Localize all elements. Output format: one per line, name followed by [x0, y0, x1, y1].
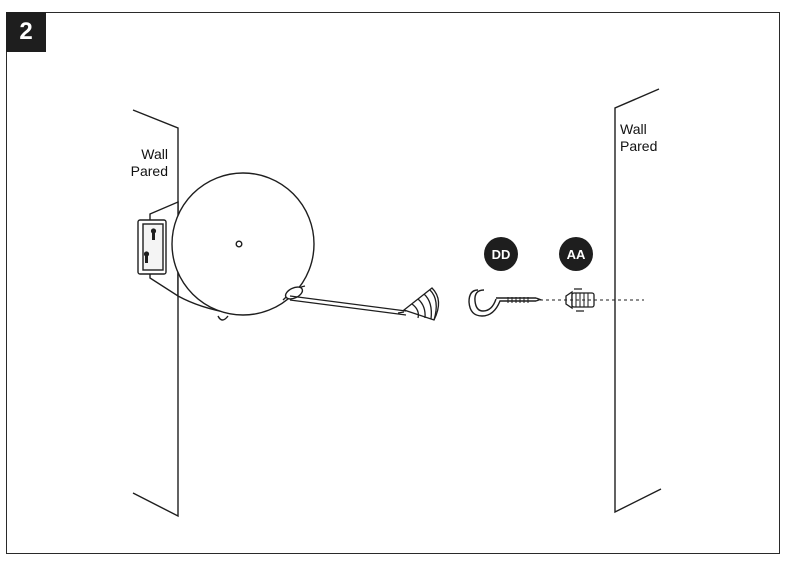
right-wall [614, 88, 662, 514]
right-wall-label: Wall Pared [620, 121, 657, 155]
mounting-bracket [137, 200, 179, 298]
left-wall-label-es: Pared [130, 163, 168, 179]
left-wall-label: Wall Pared [131, 146, 168, 180]
left-wall-label-en: Wall [141, 146, 168, 162]
callout-dd-badge: DD [484, 237, 518, 271]
callout-aa-badge: AA [559, 237, 593, 271]
cone-end-piece [397, 287, 440, 321]
hook-screw [468, 289, 542, 317]
clothesline-cord [289, 295, 407, 316]
right-wall-label-en: Wall [620, 121, 647, 137]
clothesline-reel [171, 172, 315, 321]
step-number-badge: 2 [6, 12, 46, 52]
right-wall-label-es: Pared [620, 138, 658, 154]
left-wall [132, 109, 179, 518]
diagram-frame [6, 12, 780, 554]
